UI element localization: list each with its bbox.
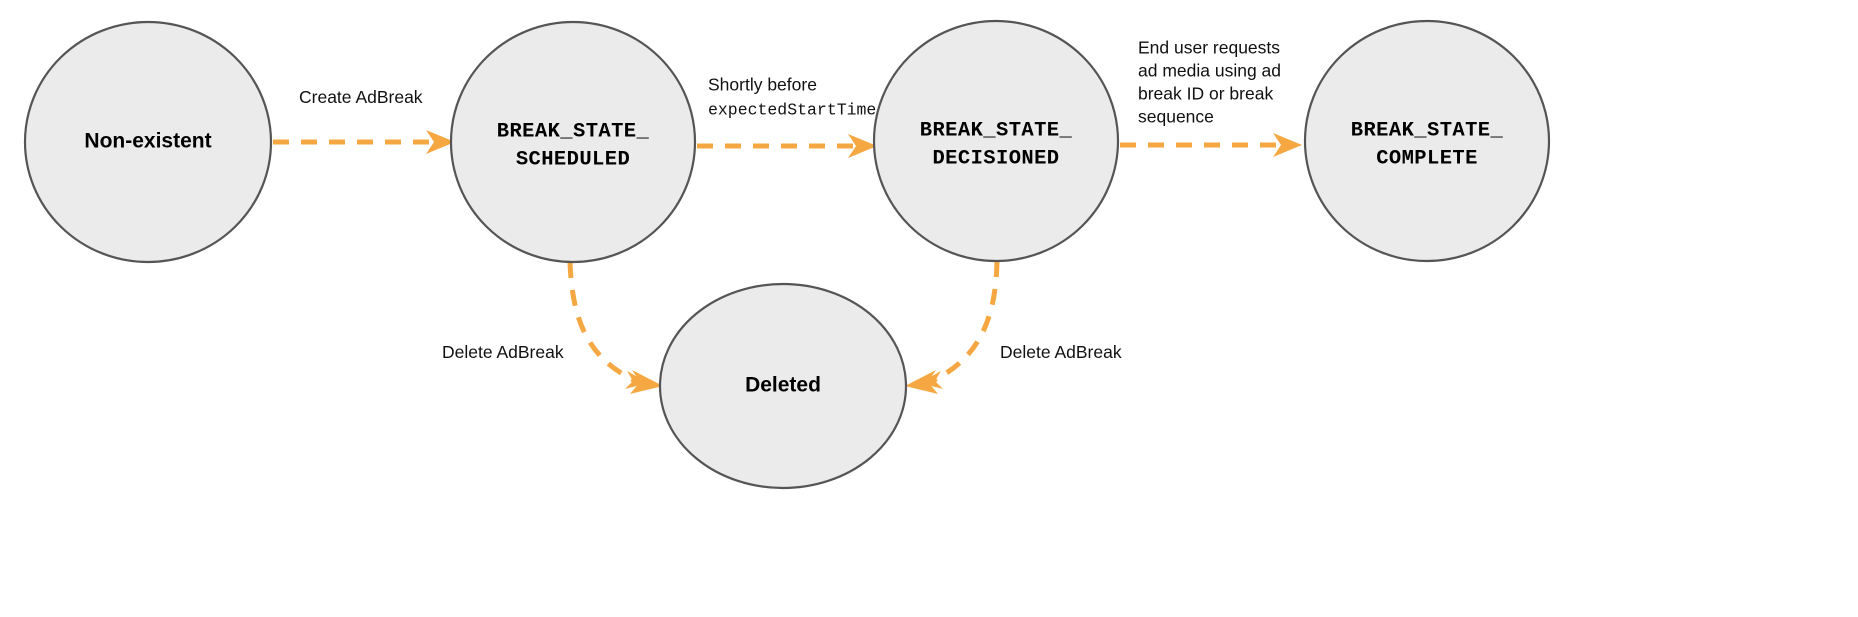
edge-label-line: sequence (1138, 107, 1214, 127)
node-label-line: SCHEDULED (516, 148, 630, 171)
edge-label-segment-mono: AdBreak (1054, 342, 1121, 362)
node-label-line: Non-existent (84, 130, 211, 153)
edge-delete-from-decisioned[interactable] (905, 260, 1000, 394)
edge-labels-layer: Create AdBreak Shortly before expectedSt… (299, 38, 1281, 362)
node-label-line: COMPLETE (1376, 147, 1478, 170)
arrowhead-icon (630, 370, 663, 394)
node-shape (449, 20, 697, 264)
edge-label-segment: Create (299, 87, 355, 107)
edge-label-shortly-before: Shortly before expectedStartTime (708, 75, 876, 120)
node-break-state-decisioned[interactable]: BREAK_STATE_ DECISIONED (872, 19, 1120, 263)
node-label-line: DECISIONED (932, 147, 1059, 170)
node-break-state-complete[interactable]: BREAK_STATE_ COMPLETE (1303, 19, 1551, 263)
edge-label-segment: Delete (442, 342, 496, 362)
edge-label-line: Delete AdBreak (1000, 342, 1122, 362)
node-label-line: BREAK_STATE_ (920, 119, 1073, 142)
node-label-line: Deleted (745, 374, 821, 397)
node-shape (658, 282, 908, 490)
node-label-line: BREAK_STATE_ (497, 120, 650, 143)
edge-label-segment: Delete (1000, 342, 1054, 362)
node-non-existent[interactable]: Non-existent (23, 20, 273, 264)
node-break-state-scheduled[interactable]: BREAK_STATE_ SCHEDULED (449, 20, 697, 264)
edge-label-delete-from-scheduled: Delete AdBreak (442, 342, 564, 362)
edge-label-create-adbreak: Create AdBreak (299, 87, 423, 107)
edge-label-segment-mono: AdBreak (355, 87, 422, 107)
edge-label-line: Shortly before (708, 75, 817, 95)
arrowhead-tick-icon (625, 371, 648, 389)
edge-label-delete-from-decisioned: Delete AdBreak (1000, 342, 1122, 362)
nodes-layer: Non-existent BREAK_STATE_ SCHEDULED BREA… (23, 19, 1551, 490)
edge-create-adbreak[interactable] (273, 130, 455, 154)
edge-end-user-requests[interactable] (1120, 133, 1302, 157)
edge-label-line: Create AdBreak (299, 87, 423, 107)
arrowhead-icon (848, 134, 877, 158)
edge-label-line: ad media using ad (1138, 61, 1281, 81)
arrowhead-icon (426, 130, 455, 154)
edge-label-line: Delete AdBreak (442, 342, 564, 362)
node-shape (872, 19, 1120, 263)
arrowhead-icon (1273, 133, 1302, 157)
edge-path (928, 260, 1000, 385)
node-deleted[interactable]: Deleted (658, 282, 908, 490)
node-shape (1303, 19, 1551, 263)
edge-label-line: End user requests (1138, 38, 1280, 58)
edge-label-segment-mono: AdBreak (496, 342, 563, 362)
edge-label-line: break ID or break (1138, 84, 1273, 104)
edge-path (567, 261, 640, 385)
edges-layer (273, 130, 1302, 394)
node-shape (23, 20, 273, 264)
arrowhead-icon (905, 370, 938, 394)
arrowhead-tick-icon (920, 371, 943, 389)
edge-delete-from-scheduled[interactable] (567, 261, 663, 394)
edge-shortly-before[interactable] (697, 134, 877, 158)
edge-label-line: expectedStartTime (708, 100, 876, 119)
edge-label-end-user-requests: End user requests ad media using ad brea… (1138, 38, 1281, 127)
node-label-line: BREAK_STATE_ (1351, 119, 1504, 142)
